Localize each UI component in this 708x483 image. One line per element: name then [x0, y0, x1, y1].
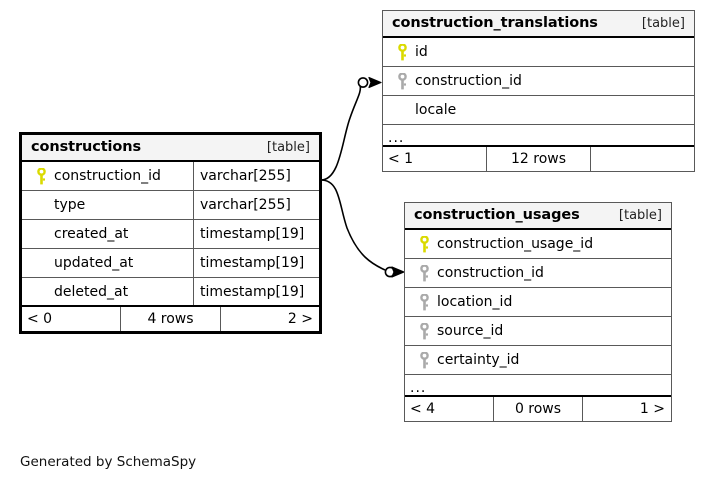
column-name: created_at — [54, 226, 129, 242]
primary-key-icon — [29, 167, 54, 185]
table-title: construction_usages — [414, 207, 580, 223]
column-name-cell: certainty_id — [405, 346, 671, 374]
more-columns-ellipsis: ... — [410, 382, 427, 395]
column-type: timestamp[19] — [200, 226, 305, 242]
row-count[interactable]: 12 rows — [485, 147, 592, 171]
column-type: varchar[255] — [200, 168, 291, 184]
column-name: construction_id — [437, 265, 544, 281]
table-footer-construction_translations: < 1 12 rows — [383, 147, 694, 171]
table-footer-construction_usages: < 4 0 rows 1 > — [405, 397, 671, 421]
table-construction-translations[interactable]: construction_translations [table] id constr… — [382, 10, 695, 172]
table-column-row[interactable]: certainty_id — [405, 346, 671, 375]
more-columns-row: ... — [383, 125, 694, 147]
child-relations-count[interactable]: 2 > — [287, 311, 313, 327]
table-header-construction_translations: construction_translations [table] — [383, 11, 694, 38]
crows-foot-arrow — [368, 76, 382, 89]
child-relations-count[interactable]: 1 > — [639, 401, 665, 417]
column-name: id — [415, 44, 428, 60]
column-type-cell: timestamp[19] — [193, 249, 319, 277]
column-name: construction_usage_id — [437, 236, 594, 252]
column-name-cell: type — [22, 191, 193, 219]
column-name: certainty_id — [437, 352, 520, 368]
column-name-cell: construction_usage_id — [405, 230, 671, 258]
table-header-construction_usages: construction_usages [table] — [405, 203, 671, 230]
column-name-cell: source_id — [405, 317, 671, 345]
column-name-cell: id — [383, 38, 694, 66]
table-column-row[interactable]: type varchar[255] — [22, 191, 319, 220]
column-type-cell: varchar[255] — [193, 162, 319, 190]
column-name: type — [54, 197, 86, 213]
column-name-cell: construction_id — [405, 259, 671, 287]
column-name: source_id — [437, 323, 504, 339]
generated-by-credit: Generated by SchemaSpy — [20, 454, 197, 470]
parent-relations-count[interactable]: < 1 — [388, 151, 414, 167]
table-column-row[interactable]: id — [383, 38, 694, 67]
column-type-cell: timestamp[19] — [193, 220, 319, 248]
relationship-constructions-to-translations — [320, 76, 382, 181]
table-column-row[interactable]: locale — [383, 96, 694, 125]
child-relations-count[interactable] — [591, 147, 694, 171]
column-type: timestamp[19] — [200, 283, 305, 300]
table-column-row[interactable]: construction_id — [383, 67, 694, 96]
primary-key-icon — [412, 235, 437, 253]
foreign-key-icon — [412, 264, 437, 282]
column-name-cell: location_id — [405, 288, 671, 316]
table-column-row[interactable]: updated_at timestamp[19] — [22, 249, 319, 278]
column-type-cell: varchar[255] — [193, 191, 319, 219]
column-name: updated_at — [54, 255, 134, 271]
foreign-key-icon — [412, 322, 437, 340]
parent-relations-count[interactable]: < 0 — [27, 311, 53, 327]
column-name-cell: created_at — [22, 220, 193, 248]
cardinality-zero-marker — [384, 266, 396, 278]
table-kind-label: [table] — [641, 15, 685, 31]
more-columns-row: ... — [405, 375, 671, 397]
relationship-constructions-to-usages — [320, 179, 405, 278]
column-name-cell: updated_at — [22, 249, 193, 277]
table-title: construction_translations — [392, 15, 598, 31]
table-construction-usages[interactable]: construction_usages[table]construction_u… — [404, 202, 672, 422]
row-count[interactable]: 4 rows — [120, 307, 221, 331]
foreign-key-icon — [412, 351, 437, 369]
row-count[interactable]: 0 rows — [492, 397, 584, 421]
foreign-key-icon — [412, 293, 437, 311]
table-column-row[interactable]: construction_id varchar[255] — [22, 162, 319, 191]
column-type: timestamp[19] — [200, 255, 305, 271]
column-name-cell: deleted_at — [22, 278, 193, 305]
primary-key-icon — [390, 43, 415, 61]
column-name-cell: construction_id — [22, 162, 193, 190]
column-name: location_id — [437, 294, 513, 310]
table-column-row[interactable]: construction_id — [405, 259, 671, 288]
column-name: construction_id — [54, 168, 161, 184]
cardinality-zero-marker — [357, 77, 369, 88]
table-column-row[interactable]: created_at timestamp[19] — [22, 220, 319, 249]
column-name: construction_id — [415, 73, 522, 89]
foreign-key-icon — [390, 72, 415, 90]
table-column-row[interactable]: location_id — [405, 288, 671, 317]
table-column-row[interactable]: deleted_at timestamp[19] — [22, 278, 319, 307]
column-name: locale — [415, 102, 457, 118]
table-kind-label: [table] — [266, 139, 310, 155]
table-footer-constructions: < 0 4 rows 2 > — [22, 307, 319, 331]
column-name-cell: construction_id — [383, 67, 694, 95]
table-header-constructions: constructions [table] — [22, 135, 319, 162]
column-name: deleted_at — [54, 283, 129, 300]
column-type-cell: timestamp[19] — [193, 278, 319, 305]
crows-foot-arrow — [391, 266, 405, 278]
table-column-row[interactable]: source_id — [405, 317, 671, 346]
column-type: varchar[255] — [200, 197, 291, 213]
table-kind-label: [table] — [618, 207, 662, 223]
table-title: constructions — [31, 139, 142, 155]
more-columns-ellipsis: ... — [388, 132, 405, 145]
column-name-cell: locale — [383, 96, 694, 124]
parent-relations-count[interactable]: < 4 — [410, 401, 436, 417]
table-column-row[interactable]: construction_usage_id — [405, 230, 671, 259]
